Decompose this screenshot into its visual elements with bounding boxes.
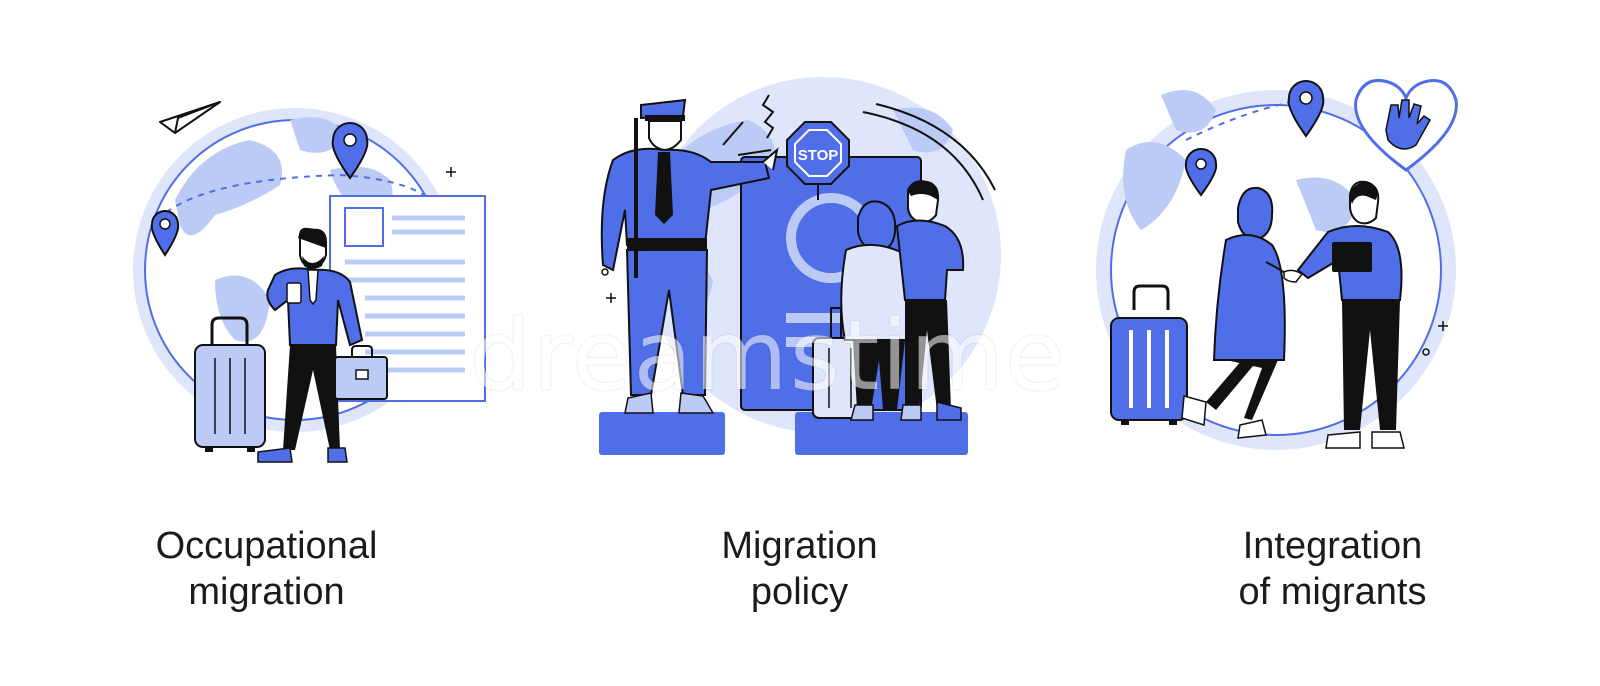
alarm-line-2: [737, 149, 772, 156]
migrant-couple-figure: [840, 180, 965, 421]
sparkle-icon: [601, 268, 616, 303]
briefcase-icon: [334, 345, 388, 400]
suitcase-icon: [194, 316, 266, 452]
occupational-migration-illustration: [133, 101, 486, 463]
platform-left: [599, 412, 725, 455]
location-pin-icon-small: [150, 210, 180, 257]
alarm-squiggle: [761, 94, 775, 139]
stop-sign-icon: STOP: [786, 121, 850, 200]
panel-occupational-migration: Occupational migration: [0, 0, 533, 686]
suitcase-icon: [1110, 284, 1188, 425]
sparkle-icon: [446, 167, 456, 177]
caption-occupational-migration: Occupational migration: [0, 523, 533, 615]
police-officer-figure: [600, 98, 779, 414]
paper-plane-icon: [159, 101, 221, 134]
location-pin-icon: [1287, 80, 1325, 138]
caption-line-1: Integration: [1242, 525, 1423, 567]
heart-hand-icon: [1354, 79, 1458, 172]
sparkle-icon: [1422, 321, 1448, 356]
caption-line-1: Occupational: [155, 525, 378, 567]
migration-policy-illustration: STOP: [599, 77, 1001, 455]
caption-integration-of-migrants: Integration of migrants: [1066, 523, 1599, 615]
caption-line-2: migration: [188, 571, 345, 613]
integration-illustration: [1096, 79, 1458, 450]
alarm-line: [722, 121, 744, 146]
caption-migration-policy: Migration policy: [533, 523, 1066, 615]
businessman-figure: [257, 227, 364, 463]
caption-line-2: of migrants: [1238, 571, 1427, 613]
caption-line-1: Migration: [721, 525, 878, 567]
platform-right: [795, 412, 968, 455]
panel-migration-policy: STOP: [533, 0, 1066, 686]
panel-integration-of-migrants: Integration of migrants: [1066, 0, 1599, 686]
location-pin-icon-small: [1184, 148, 1218, 197]
caption-line-2: policy: [750, 571, 849, 613]
handshake-figures: [1181, 180, 1405, 449]
stop-sign-text: STOP: [798, 147, 839, 164]
location-pin-icon: [331, 122, 369, 180]
